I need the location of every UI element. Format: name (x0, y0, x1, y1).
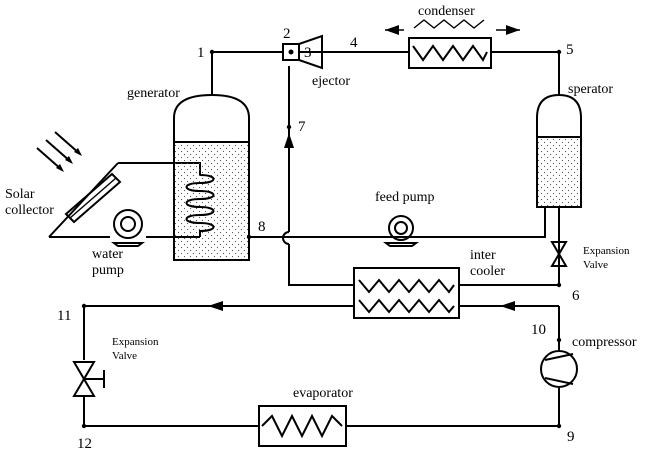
separator (536, 93, 582, 208)
solar-collector (36, 131, 122, 224)
solar-collector-label-line1: Solar (5, 187, 35, 202)
intercooler (353, 267, 460, 319)
evaporator-label: evaporator (293, 386, 353, 401)
state-point-1: 1 (197, 45, 205, 61)
compressor (540, 350, 578, 388)
state-point-2: 2 (283, 26, 291, 42)
generator (173, 93, 250, 261)
arrow-lower-right (500, 301, 515, 311)
water-pump-label-line2: pump (92, 263, 124, 278)
state-point-5: 5 (566, 42, 574, 58)
generator-heating-coil (185, 174, 215, 237)
solar-collector-label-line2: collector (5, 203, 54, 218)
evaporator (258, 405, 347, 447)
condenser (408, 19, 492, 69)
state-point-9: 9 (567, 429, 575, 445)
ejector (282, 34, 323, 70)
expansion-valve-left-label-line1: Expansion (112, 336, 159, 348)
water-pump-label-line1: water (92, 247, 123, 262)
state-point-3: 3 (304, 45, 312, 61)
expansion-valve-right (550, 241, 568, 267)
pipe-valve-to-evaporator (83, 397, 259, 427)
sun-rays-icon (36, 131, 82, 172)
state-point-10: 10 (531, 322, 546, 338)
feed-pump-label: feed pump (375, 190, 434, 205)
expansion-valve-left (72, 361, 105, 397)
arrow-line-7-up (284, 133, 294, 148)
pipe-evaporator-to-compressor (346, 388, 560, 427)
expansion-valve-left-label-line2: Valve (112, 350, 137, 362)
state-point-4: 4 (350, 35, 358, 51)
inter-cooler-label-line1: inter (470, 248, 496, 263)
state-point-7: 7 (298, 119, 306, 135)
expansion-valve-right-label-line2: Valve (583, 259, 608, 271)
pipe-intercooler-to-ejector (288, 244, 354, 286)
expansion-valve-right-label-line1: Expansion (583, 245, 630, 257)
feed-pump (383, 215, 419, 247)
arrow-lower-left (208, 301, 223, 311)
state-point-8: 8 (258, 219, 266, 235)
state-point-11: 11 (57, 308, 71, 324)
water-pump (111, 209, 145, 247)
generator-label: generator (127, 86, 180, 101)
state-point-6: 6 (572, 288, 580, 304)
separator-label: sperator (568, 82, 613, 97)
pipe-generator-to-ejector (211, 51, 283, 95)
state-point-12: 12 (77, 436, 92, 452)
pipe-condenser-to-separator (491, 51, 560, 95)
pipe-feed-line-8 (249, 207, 546, 238)
condenser-label: condenser (418, 4, 475, 19)
compressor-label: compressor (572, 335, 637, 350)
inter-cooler-label-line2: cooler (470, 264, 505, 279)
ejector-label: ejector (312, 74, 350, 89)
